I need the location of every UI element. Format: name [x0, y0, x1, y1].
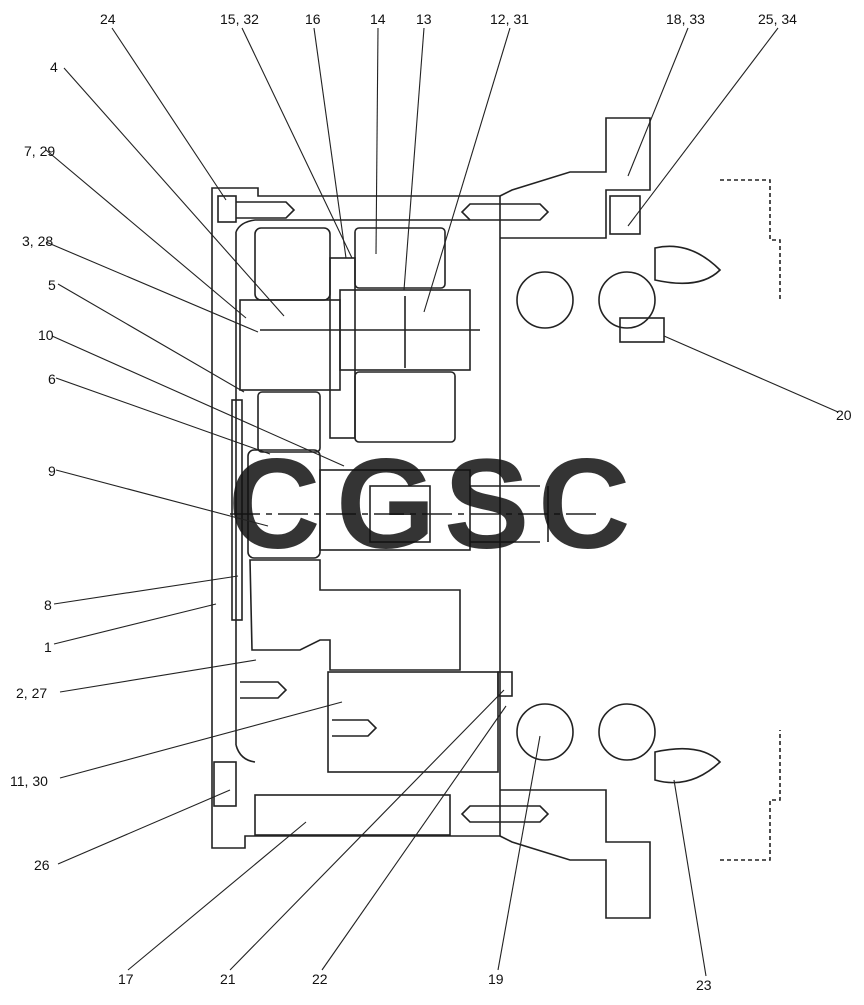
callout-9: 9: [48, 463, 56, 479]
gear-7: [254, 227, 331, 301]
bolt-upper-right: [460, 203, 550, 221]
cover-upper: [720, 179, 781, 300]
callout-5: 5: [48, 277, 56, 293]
seal-23: [654, 747, 722, 784]
bearing-upper-right: [598, 271, 656, 329]
callout-18-33: 18, 33: [666, 11, 705, 27]
bolt-24-head: [217, 195, 237, 223]
bolt-lower-mid: [332, 719, 378, 737]
seal-upper: [654, 245, 722, 285]
output-shaft: [470, 485, 549, 543]
callout-24: 24: [100, 11, 116, 27]
gear-16: [329, 257, 356, 439]
thrust-plate-8: [231, 399, 243, 621]
bolt-lower-right: [460, 805, 550, 823]
gear-6-upper: [257, 391, 321, 453]
callout-17: 17: [118, 971, 134, 987]
watermark-letter-g: G: [336, 433, 436, 576]
callout-26: 26: [34, 857, 50, 873]
upper-flange-18: [499, 117, 651, 239]
carrier-3: [239, 299, 341, 391]
callout-21: 21: [220, 971, 236, 987]
cover-lower: [720, 730, 781, 861]
bolt-24-shank: [236, 201, 296, 219]
callout-22: 22: [312, 971, 328, 987]
bolt-20: [619, 317, 665, 343]
callout-leaders: [45, 27, 839, 977]
shaft-17: [254, 794, 451, 836]
callout-15-32: 15, 32: [220, 11, 259, 27]
watermark-letter-c2: C: [538, 433, 630, 576]
watermark-letter-s: S: [444, 433, 529, 576]
bearing-19: [516, 703, 574, 761]
callout-14: 14: [370, 11, 386, 27]
callout-7-29: 7, 29: [24, 143, 55, 159]
callout-10: 10: [38, 327, 54, 343]
callout-23: 23: [696, 977, 712, 993]
callout-3-28: 3, 28: [22, 233, 53, 249]
bolt-26-head: [213, 761, 237, 807]
watermark-letter-c1: C: [228, 433, 320, 576]
carrier-11: [327, 671, 499, 773]
callout-1: 1: [44, 639, 52, 655]
callout-20: 20: [836, 407, 852, 423]
callout-6: 6: [48, 371, 56, 387]
callout-11-30: 11, 30: [10, 773, 48, 789]
bolt-lower-left: [240, 681, 288, 699]
carrier-2: [249, 559, 461, 671]
callout-13: 13: [416, 11, 432, 27]
gear-12: [354, 371, 456, 443]
callout-16: 16: [305, 11, 321, 27]
bolt-25-head: [609, 195, 641, 235]
callout-12-31: 12, 31: [490, 11, 529, 27]
cgsc-watermark: C G S C: [228, 433, 630, 576]
mechanical-assembly-drawing: [211, 117, 781, 919]
housing-inner-wall: [235, 219, 470, 763]
bearing-lower-right: [598, 703, 656, 761]
callout-4: 4: [50, 59, 58, 75]
callout-19: 19: [488, 971, 504, 987]
sun-gear-10: [319, 469, 471, 551]
callout-labels: 24 15, 32 16 14 13 12, 31 18, 33 25, 34 …: [10, 11, 852, 993]
callout-2-27: 2, 27: [16, 685, 47, 701]
pin-21: [497, 671, 513, 697]
callout-25-34: 25, 34: [758, 11, 797, 27]
lower-flange: [499, 789, 651, 919]
bearing-upper-left: [516, 271, 574, 329]
callout-8: 8: [44, 597, 52, 613]
gear-14: [354, 227, 446, 289]
